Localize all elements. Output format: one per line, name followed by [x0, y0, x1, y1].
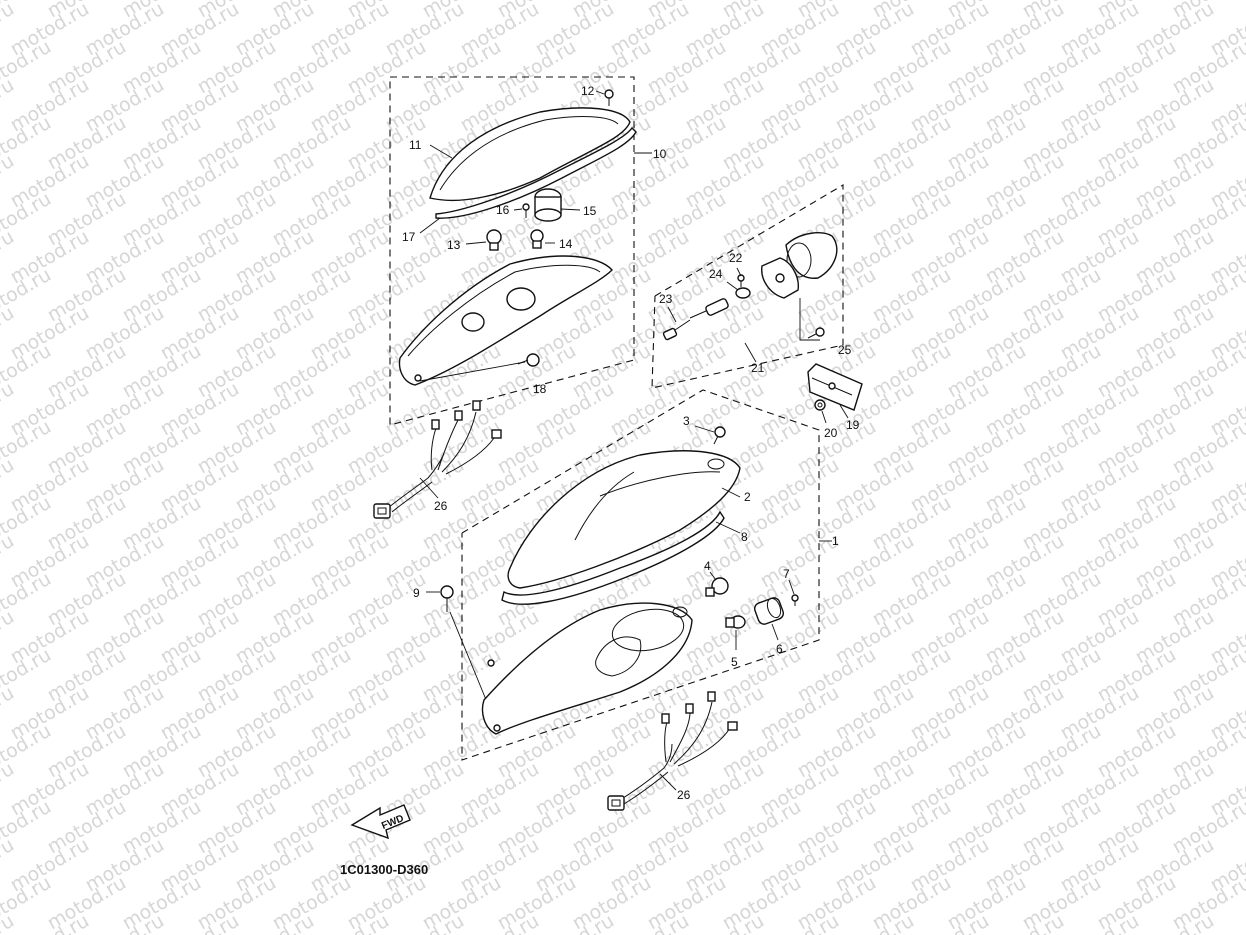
callout-21: 21 [751, 361, 765, 375]
leader-7 [788, 579, 795, 595]
callout-5: 5 [731, 655, 738, 669]
upper-housing-socket-b [461, 312, 485, 332]
leader-15 [560, 208, 581, 211]
bulb-13[interactable] [486, 229, 502, 251]
leader-11 [429, 144, 453, 159]
lower-housing-mount [487, 659, 495, 667]
tail-light-lens-rim [786, 242, 812, 278]
lower-assembly-boundary [461, 389, 820, 761]
callout-1: 1 [832, 534, 839, 548]
lens-2-facet [574, 471, 721, 541]
bulb-4[interactable] [705, 577, 729, 597]
leader-25 [799, 298, 820, 341]
leader-4 [709, 571, 717, 581]
tail-light-group [651, 184, 863, 424]
wire-harness-lower[interactable] [607, 691, 738, 811]
leader-18 [419, 361, 526, 382]
callout-2: 2 [744, 490, 751, 504]
lower-assembly-group [426, 389, 832, 761]
tail-light-lens[interactable] [785, 232, 838, 279]
callout-24: 24 [709, 267, 723, 281]
callout-16: 16 [496, 203, 510, 217]
screw-22[interactable] [737, 274, 745, 287]
lens-11[interactable] [429, 107, 631, 201]
callout-10: 10 [653, 147, 667, 161]
leader-16 [513, 208, 523, 211]
diagram-code: 1C01300-D360 [340, 862, 428, 877]
leader-8 [715, 521, 741, 534]
screw-18[interactable] [517, 353, 540, 367]
callout-15: 15 [583, 204, 597, 218]
screw-7[interactable] [791, 594, 799, 606]
cord-23[interactable] [662, 319, 691, 341]
leader-23 [667, 306, 677, 323]
callout-17: 17 [402, 230, 416, 244]
leader-2 [721, 487, 741, 498]
lower-housing[interactable] [481, 602, 693, 735]
lower-housing-hole [672, 606, 688, 618]
upper-housing[interactable] [398, 255, 613, 386]
upper-assembly-group [389, 76, 652, 426]
nut-20[interactable] [814, 399, 826, 411]
screw-25[interactable] [807, 327, 825, 339]
upper-housing-hole [414, 374, 422, 382]
leader-24 [726, 281, 739, 291]
callout-23: 23 [659, 292, 673, 306]
callout-4: 4 [704, 559, 711, 573]
leader-22 [736, 267, 742, 277]
upper-assembly-boundary [389, 76, 635, 426]
screw-16[interactable] [522, 203, 530, 218]
callout-11: 11 [409, 138, 422, 152]
upper-housing-inner [407, 264, 601, 357]
callout-25: 25 [838, 343, 852, 357]
callout-26-lower: 26 [677, 788, 691, 802]
lower-housing-mount-b [493, 724, 501, 732]
leader-21 [744, 342, 757, 363]
callouts: 1 2 3 4 5 6 7 8 9 10 11 12 13 14 15 16 1… [402, 84, 860, 802]
callout-3: 3 [683, 414, 690, 428]
callout-22: 22 [729, 251, 743, 265]
leader-13 [465, 241, 487, 245]
lens-2-hole [707, 458, 725, 470]
wire-harness-upper[interactable] [373, 400, 502, 519]
bulb-5[interactable] [725, 615, 746, 629]
screw-9[interactable] [440, 585, 454, 612]
callout-18: 18 [533, 382, 547, 396]
callout-26-upper: 26 [434, 499, 448, 513]
leader-20 [821, 410, 827, 424]
callout-7: 7 [783, 567, 790, 581]
callout-12: 12 [581, 84, 595, 98]
tail-light-boundary [651, 184, 844, 389]
lower-housing-cavity [595, 636, 642, 677]
bulb-24[interactable] [735, 287, 751, 299]
lens-11-inner [439, 116, 619, 191]
reflector-19[interactable] [807, 363, 863, 411]
callout-19: 19 [846, 418, 860, 432]
tail-light-base-hole [775, 273, 785, 283]
screw-12[interactable] [604, 89, 614, 106]
lens-2[interactable] [507, 450, 741, 589]
callout-14: 14 [559, 237, 573, 251]
socket-15[interactable] [534, 188, 562, 222]
leader-12 [595, 90, 605, 95]
lower-housing-reflector [611, 608, 685, 652]
leader-19 [839, 404, 849, 419]
leader-6 [771, 623, 779, 641]
gasket-8[interactable] [501, 510, 725, 605]
callout-9: 9 [413, 586, 420, 600]
upper-housing-socket-a [506, 287, 536, 311]
screw-3[interactable] [713, 426, 726, 445]
callout-20: 20 [824, 426, 838, 440]
callout-8: 8 [741, 530, 748, 544]
leader-17 [419, 217, 441, 234]
gasket-17[interactable] [435, 126, 637, 219]
callout-6: 6 [776, 642, 783, 656]
bulb-14[interactable] [530, 229, 544, 249]
leader-3 [694, 425, 715, 433]
socket-6[interactable] [753, 596, 785, 626]
callout-13: 13 [447, 238, 461, 252]
tail-light-socket[interactable] [689, 298, 729, 319]
